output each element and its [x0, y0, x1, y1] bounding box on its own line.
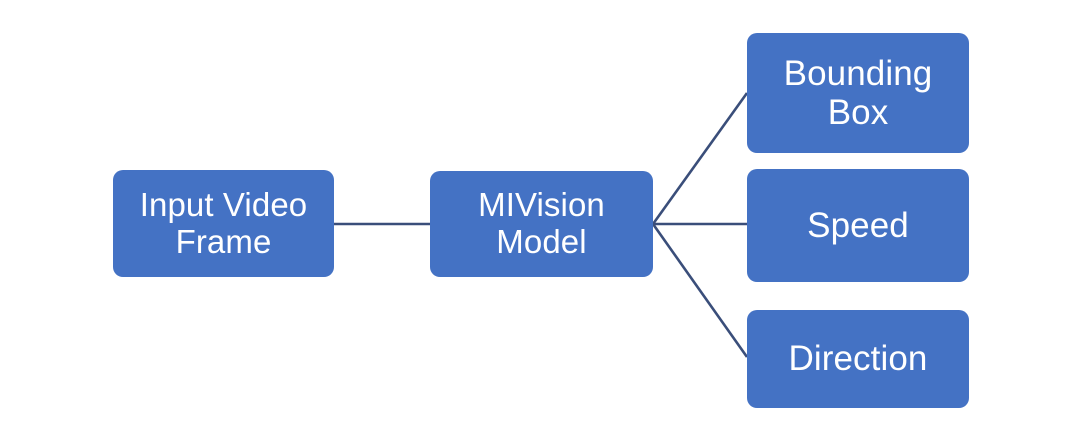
node-bounding-box-label: Bounding Box — [783, 53, 933, 132]
connector-model-to-bounding-box — [651, 92, 749, 225]
node-speed[interactable]: Speed — [747, 169, 969, 282]
node-mivision-model-label: MIVision Model — [478, 186, 605, 260]
node-direction-label: Direction — [788, 339, 928, 379]
node-bounding-box[interactable]: Bounding Box — [747, 33, 969, 153]
node-speed-label: Speed — [807, 205, 909, 245]
connector-model-to-direction — [651, 223, 749, 358]
node-mivision-model[interactable]: MIVision Model — [430, 171, 653, 277]
node-input-video-frame[interactable]: Input Video Frame — [113, 170, 334, 277]
node-direction[interactable]: Direction — [747, 310, 969, 408]
node-input-video-frame-label: Input Video Frame — [139, 185, 308, 260]
